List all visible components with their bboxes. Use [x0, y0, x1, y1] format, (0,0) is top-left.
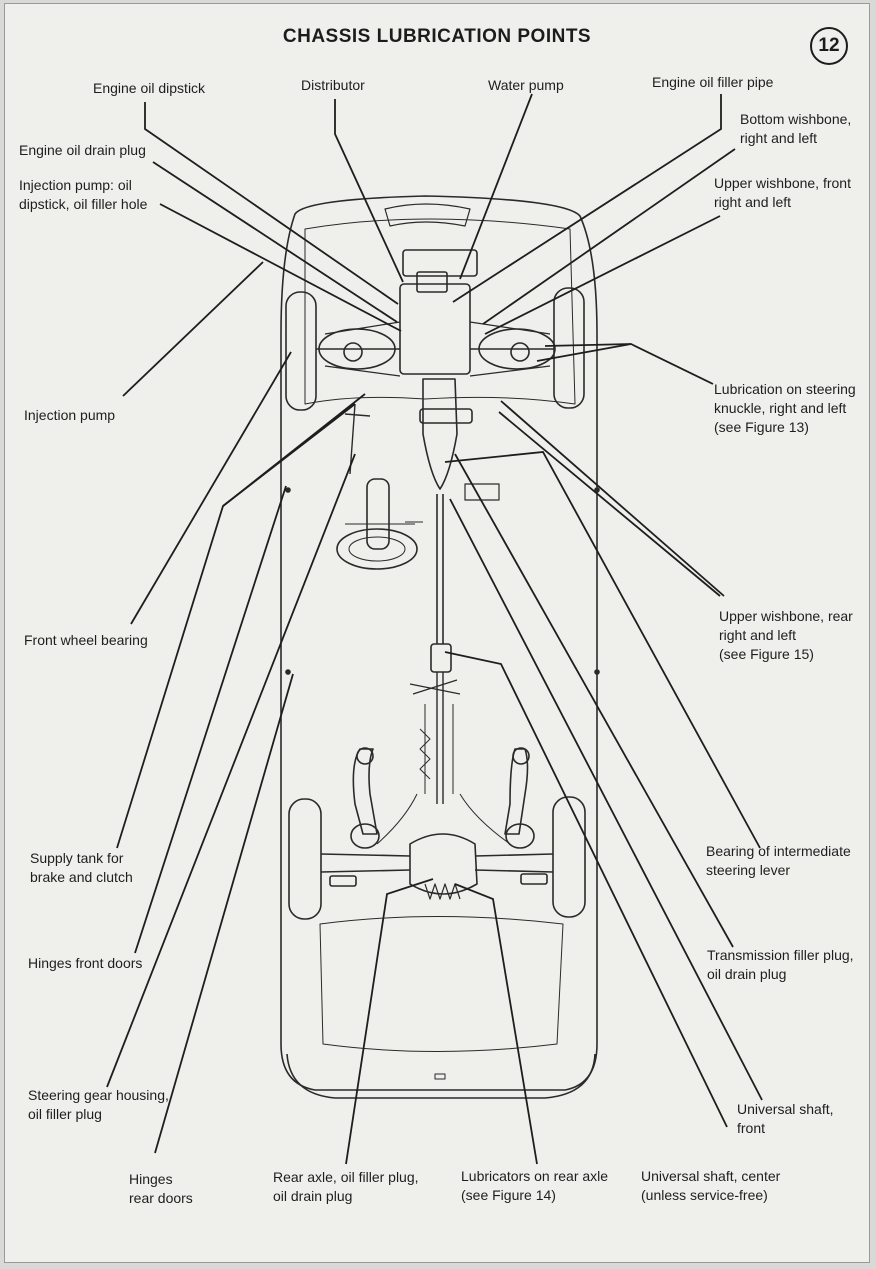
front-left-wheel	[285, 291, 317, 411]
label-intermediate-steering-lever: Bearing of intermediate steering lever	[706, 843, 851, 878]
engine-block	[399, 283, 471, 375]
label-upper-wishbone-front: Upper wishbone, front right and left	[714, 175, 851, 210]
label-rear-axle-plug: Rear axle, oil filler plug, oil drain pl…	[273, 1169, 419, 1204]
steering-wheel	[336, 528, 418, 570]
car-body-outline	[280, 195, 598, 1091]
label-upper-wishbone-rear: Upper wishbone, rear right and left (see…	[719, 608, 853, 662]
label-steering-gear-housing: Steering gear housing, oil filler plug	[28, 1087, 169, 1122]
label-steering-knuckle: Lubrication on steering knuckle, right a…	[714, 381, 856, 435]
rear-bumper	[286, 1053, 596, 1099]
front-right-wheel	[553, 287, 585, 409]
manual-page: CHASSIS LUBRICATION POINTS 12	[4, 3, 870, 1263]
label-universal-shaft-center: Universal shaft, center (unless service-…	[641, 1168, 781, 1203]
rear-right-wheel	[552, 796, 586, 918]
label-engine-oil-filler-pipe: Engine oil filler pipe	[652, 74, 774, 90]
label-bottom-wishbone: Bottom wishbone, right and left	[740, 111, 852, 146]
label-supply-tank: Supply tank for brake and clutch	[30, 850, 133, 885]
label-distributor: Distributor	[301, 77, 365, 93]
label-universal-shaft-front: Universal shaft, front	[737, 1101, 834, 1136]
page-title: CHASSIS LUBRICATION POINTS	[282, 26, 592, 47]
label-water-pump: Water pump	[488, 77, 564, 93]
label-injection-pump-dipstick: Injection pump: oil dipstick, oil filler…	[19, 177, 148, 212]
label-hinges-rear-doors: Hinges rear doors	[129, 1171, 193, 1206]
label-hinges-front-doors: Hinges front doors	[28, 955, 143, 971]
label-lubricators-rear-axle: Lubricators on rear axle (see Figure 14)	[461, 1168, 609, 1203]
trunk-line	[319, 916, 564, 1052]
label-transmission-filler-plug: Transmission filler plug, oil drain plug	[707, 947, 854, 982]
leader-lines	[106, 93, 763, 1165]
car-body-inner	[304, 218, 576, 405]
figure-number-badge: 12	[810, 27, 848, 65]
front-grille	[384, 203, 471, 227]
drive-shaft	[436, 494, 444, 644]
rear-left-wheel	[288, 798, 322, 920]
differential	[409, 833, 478, 895]
chassis-diagram	[106, 93, 763, 1165]
label-injection-pump: Injection pump	[24, 407, 116, 423]
radiator	[402, 249, 478, 277]
label-engine-oil-dipstick: Engine oil dipstick	[93, 80, 206, 96]
label-front-wheel-bearing: Front wheel bearing	[24, 632, 148, 648]
label-engine-oil-drain-plug: Engine oil drain plug	[19, 142, 146, 158]
gearbox	[422, 378, 458, 490]
rear-axle	[320, 853, 554, 873]
